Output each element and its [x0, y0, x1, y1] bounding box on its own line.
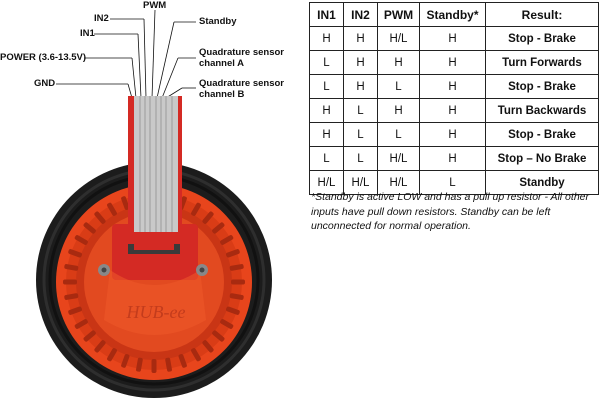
- cell-pwm: H: [377, 50, 420, 75]
- hub-slot: [121, 354, 130, 368]
- ribbon-cable: [134, 96, 178, 232]
- hub-slot: [191, 202, 201, 216]
- hub-slot: [94, 211, 106, 224]
- hub-slot: [136, 357, 143, 372]
- cell-result: Turn Backwards: [485, 98, 599, 123]
- table-row: H/L H/L H/L L Standby: [309, 170, 599, 195]
- cell-in1: L: [309, 50, 344, 75]
- table-row: H L L H Stop - Brake: [309, 122, 599, 147]
- table-row: L H H H Turn Forwards: [309, 50, 599, 75]
- label-gnd: GND: [34, 78, 56, 89]
- cell-result: Standby: [485, 170, 599, 195]
- hub-slot: [83, 222, 96, 234]
- cell-standby: H: [419, 98, 486, 123]
- hub-slot: [212, 330, 225, 342]
- hub-logo: HUB-ee: [126, 302, 186, 322]
- cell-standby: H: [419, 74, 486, 99]
- cell-pwm: H/L: [377, 146, 420, 171]
- hub-slot: [220, 319, 234, 329]
- cell-in2: H: [343, 50, 378, 75]
- hub-slot: [64, 264, 79, 271]
- hub-slot: [68, 249, 82, 258]
- table-header-row: IN1 IN2 PWM Standby* Result:: [309, 2, 599, 27]
- cell-in1: H: [309, 122, 344, 147]
- hub-slot: [63, 279, 77, 285]
- cell-result: Turn Forwards: [485, 50, 599, 75]
- cell-pwm: H/L: [377, 170, 420, 195]
- hub-slot: [229, 264, 244, 271]
- cell-pwm: L: [377, 122, 420, 147]
- hub-slot: [74, 319, 88, 329]
- cell-standby: H: [419, 50, 486, 75]
- label-in2: IN2: [94, 13, 109, 24]
- cell-result: Stop – No Brake: [485, 146, 599, 171]
- cell-in2: L: [343, 146, 378, 171]
- label-in1: IN1: [80, 28, 95, 39]
- label-quad-a-line2: channel A: [199, 58, 245, 69]
- label-standby: Standby: [199, 16, 237, 27]
- hub-slot: [107, 202, 117, 216]
- cell-result: Stop - Brake: [485, 74, 599, 99]
- cell-standby: H: [419, 146, 486, 171]
- cell-result: Stop - Brake: [485, 122, 599, 147]
- header-in1: IN1: [309, 2, 344, 27]
- cell-in2: H: [343, 26, 378, 51]
- hub-slot: [74, 235, 88, 245]
- hub-slot: [121, 196, 130, 210]
- cell-pwm: H/L: [377, 26, 420, 51]
- cell-in2: L: [343, 122, 378, 147]
- header-result: Result:: [485, 2, 599, 27]
- hub-slot: [226, 249, 240, 258]
- cell-in1: L: [309, 74, 344, 99]
- hub-slot: [220, 235, 234, 245]
- hub-slot: [68, 306, 82, 315]
- table-row: H L H H Turn Backwards: [309, 98, 599, 123]
- cell-pwm: H: [377, 98, 420, 123]
- cell-standby: H: [419, 122, 486, 147]
- hub-slot: [212, 222, 225, 234]
- cell-in2: H: [343, 74, 378, 99]
- label-power: POWER (3.6-13.5V): [0, 52, 87, 63]
- hub-slot: [83, 330, 96, 342]
- hub-slot: [151, 359, 157, 373]
- hub-slot: [231, 279, 245, 285]
- hub-slot: [202, 340, 214, 353]
- footnote: *Standby is active LOW and has a pull up…: [311, 191, 589, 232]
- table-row: L L H/L H Stop – No Brake: [309, 146, 599, 171]
- label-quad-a-line1: Quadrature sensor: [199, 47, 284, 58]
- hub-slot: [94, 340, 106, 353]
- cell-in2: H/L: [343, 170, 378, 195]
- hub-slot: [165, 357, 172, 372]
- cell-result: Stop - Brake: [485, 26, 599, 51]
- label-quad-b-line1: Quadrature sensor: [199, 78, 284, 89]
- wheel-illustration: HUB-ee: [36, 9, 272, 398]
- hub-slot: [226, 306, 240, 315]
- cell-in1: L: [309, 146, 344, 171]
- header-in2: IN2: [343, 2, 378, 27]
- header-standby: Standby*: [419, 2, 486, 27]
- hub-slot: [178, 354, 187, 368]
- hub-slot: [64, 293, 79, 300]
- hub-slot: [229, 293, 244, 300]
- cell-in1: H: [309, 98, 344, 123]
- table-row: H H H/L H Stop - Brake: [309, 26, 599, 51]
- label-quad-b-line2: channel B: [199, 89, 245, 100]
- hub-slot: [107, 348, 117, 362]
- cell-in1: H: [309, 26, 344, 51]
- leader-lines: [56, 9, 196, 99]
- cell-in2: L: [343, 98, 378, 123]
- cell-standby: H: [419, 26, 486, 51]
- hub-slot: [202, 211, 214, 224]
- table-row: L H L H Stop - Brake: [309, 74, 599, 99]
- cell-standby: L: [419, 170, 486, 195]
- cell-pwm: L: [377, 74, 420, 99]
- hub-slot: [191, 348, 201, 362]
- truth-table: IN1 IN2 PWM Standby* Result: H H H/L H S…: [309, 2, 599, 195]
- label-pwm: PWM: [143, 0, 167, 11]
- header-pwm: PWM: [377, 2, 420, 27]
